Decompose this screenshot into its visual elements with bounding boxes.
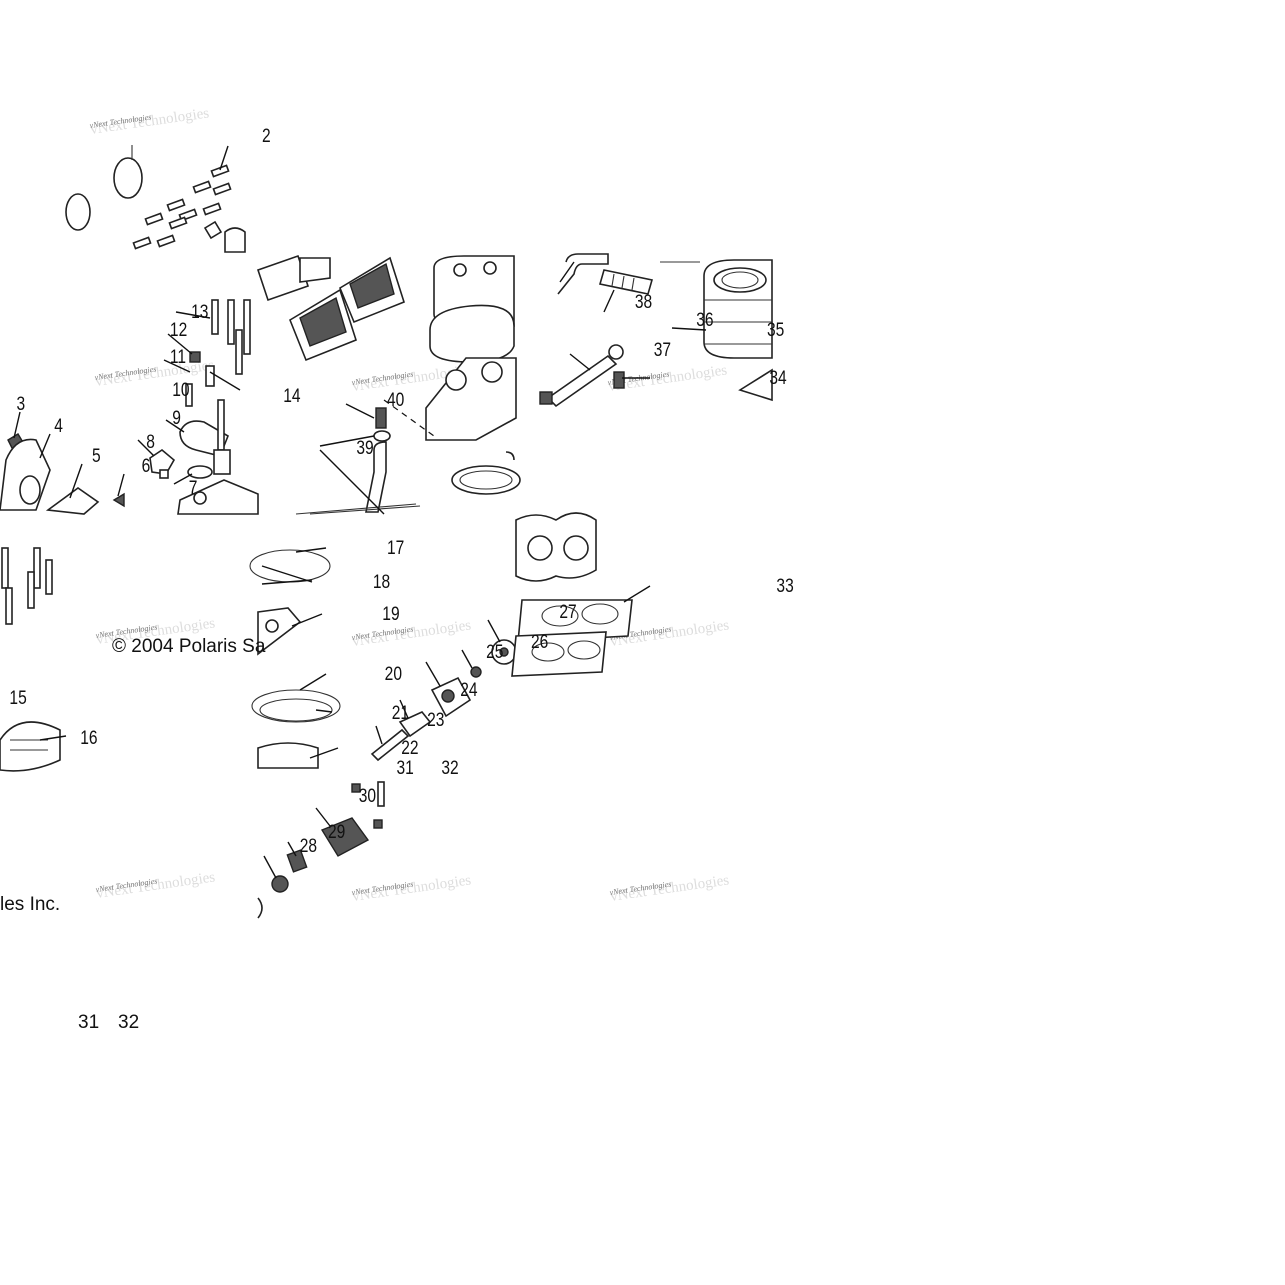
callout-26: 26 [531, 631, 548, 653]
leader-lines [13, 145, 707, 879]
callout-15: 15 [9, 687, 26, 709]
callout-3: 3 [17, 393, 26, 415]
callout-17: 17 [387, 537, 404, 559]
temp-sensor-assembly [539, 253, 700, 408]
callout-25: 25 [486, 641, 503, 663]
left-edge-parts [0, 433, 125, 515]
callout-23: 23 [427, 709, 444, 731]
head-gaskets [249, 549, 341, 769]
hose-clamp-lower [65, 193, 91, 231]
sensor-cover-chain [370, 639, 517, 762]
callout-12: 12 [170, 319, 187, 341]
callout-36: 36 [696, 309, 713, 331]
callout-30: 30 [359, 785, 376, 807]
copyright-notice: © 2004 Polaris Sa les Inc. [0, 636, 266, 915]
callout-18: 18 [373, 571, 390, 593]
copyright-text-right: les Inc. [0, 894, 60, 915]
callout-34: 34 [769, 367, 787, 389]
footer-label-31: 31 [78, 1012, 99, 1033]
callout-31: 31 [396, 757, 413, 779]
callout-11: 11 [170, 346, 186, 368]
callout-27: 27 [559, 601, 576, 623]
callout-29: 29 [328, 821, 345, 843]
callout-13: 13 [191, 301, 208, 323]
fitting-and-hose [295, 407, 421, 515]
callout-2: 2 [262, 125, 271, 147]
bolt-cluster-bottom-left [0, 547, 61, 772]
callout-35: 35 [767, 319, 784, 341]
footer-label-32: 32 [118, 1012, 139, 1033]
hose-clamp-upper [113, 157, 143, 199]
callout-38: 38 [635, 291, 652, 313]
callout-32: 32 [441, 757, 458, 779]
callout-22: 22 [401, 737, 418, 759]
bolt-cluster-top [132, 164, 246, 253]
engine-block-base-gasket [511, 512, 633, 677]
callout-5: 5 [92, 445, 101, 467]
callout-6: 6 [142, 455, 151, 477]
callout-24: 24 [460, 679, 478, 701]
bottom-middle-parts [257, 781, 385, 919]
callout-40: 40 [387, 389, 404, 411]
callout-33: 33 [776, 575, 793, 597]
callout-7: 7 [189, 477, 198, 499]
callout-37: 37 [654, 339, 671, 361]
cylinder-35 [703, 259, 773, 402]
callout-39: 39 [356, 437, 373, 459]
callout-9: 9 [172, 407, 181, 429]
callout-20: 20 [385, 663, 402, 685]
callout-21: 21 [392, 702, 409, 724]
callout-28: 28 [300, 835, 317, 857]
coolant-housing-assembly [149, 299, 259, 515]
footer-labels: 31 32 [78, 1012, 139, 1033]
callout-10: 10 [172, 379, 189, 401]
callout-16: 16 [80, 727, 97, 749]
callout-4: 4 [54, 415, 63, 437]
copyright-text-left: © 2004 Polaris Sa [112, 636, 266, 657]
callout-labels: 2 3 4 5 6 7 8 9 10 11 12 13 14 15 16 17 … [9, 125, 793, 857]
callout-8: 8 [146, 431, 155, 453]
reed-valve-blocks [256, 254, 405, 362]
part-drawings [0, 145, 773, 919]
callout-14: 14 [283, 385, 301, 407]
cylinder-head-upper [425, 255, 521, 495]
callout-19: 19 [382, 603, 399, 625]
